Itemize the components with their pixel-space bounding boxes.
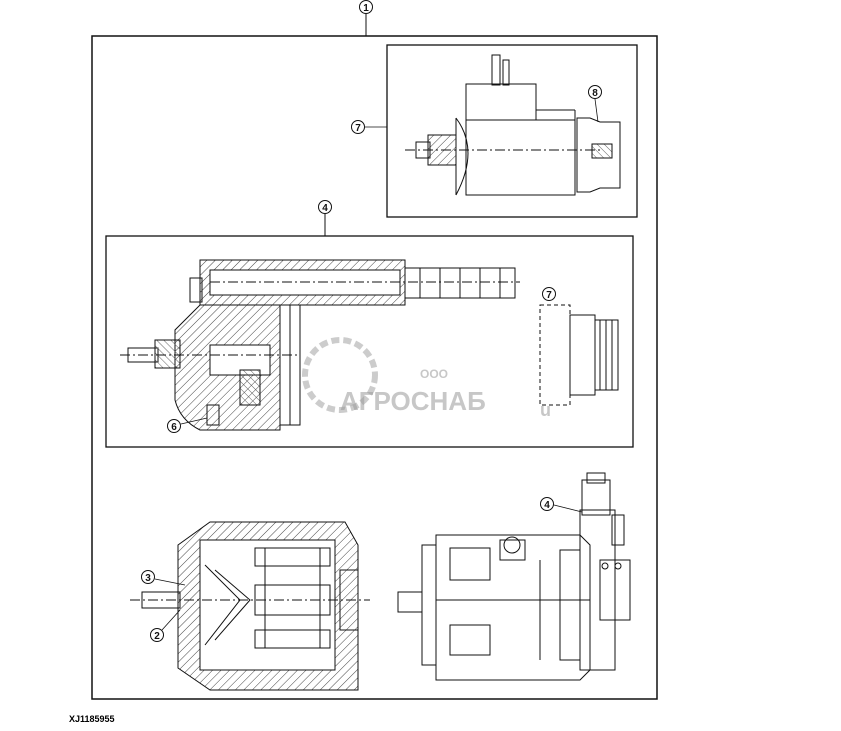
svg-text:1: 1: [363, 3, 369, 14]
svg-text:2: 2: [154, 631, 160, 642]
svg-text:7: 7: [355, 123, 361, 134]
control-valve-detail-box: [105, 235, 634, 448]
control-valve-drawing: [120, 259, 619, 431]
callout-8: 8: [588, 85, 602, 123]
svg-text:4: 4: [544, 500, 550, 511]
pump-section-drawing: [130, 521, 370, 691]
pump-exterior-drawing: [397, 472, 631, 681]
figure-code: XJ1185955: [69, 714, 115, 724]
callout-4-top: 4: [318, 200, 332, 236]
svg-text:8: 8: [592, 88, 598, 99]
watermark: ООО АГРОСНАБ u: [302, 337, 551, 420]
svg-text:ООО: ООО: [420, 367, 448, 381]
outer-frame: [91, 35, 658, 700]
callout-2: 2: [150, 609, 181, 642]
svg-text:АГРОСНАБ: АГРОСНАБ: [340, 386, 486, 416]
svg-text:7: 7: [546, 290, 552, 301]
callout-4-bottom: 4: [540, 497, 583, 513]
solenoid-detail-box: [386, 44, 638, 218]
svg-text:3: 3: [145, 573, 151, 584]
solenoid-drawing: [405, 54, 621, 196]
svg-text:u: u: [540, 400, 551, 420]
callout-7-top: 7: [351, 120, 387, 134]
callout-7-mid: 7: [542, 287, 556, 301]
callout-3: 3: [141, 570, 186, 586]
svg-text:6: 6: [171, 422, 177, 433]
svg-text:4: 4: [322, 203, 328, 214]
callout-6: 6: [167, 417, 208, 433]
callout-1: 1: [359, 0, 373, 36]
